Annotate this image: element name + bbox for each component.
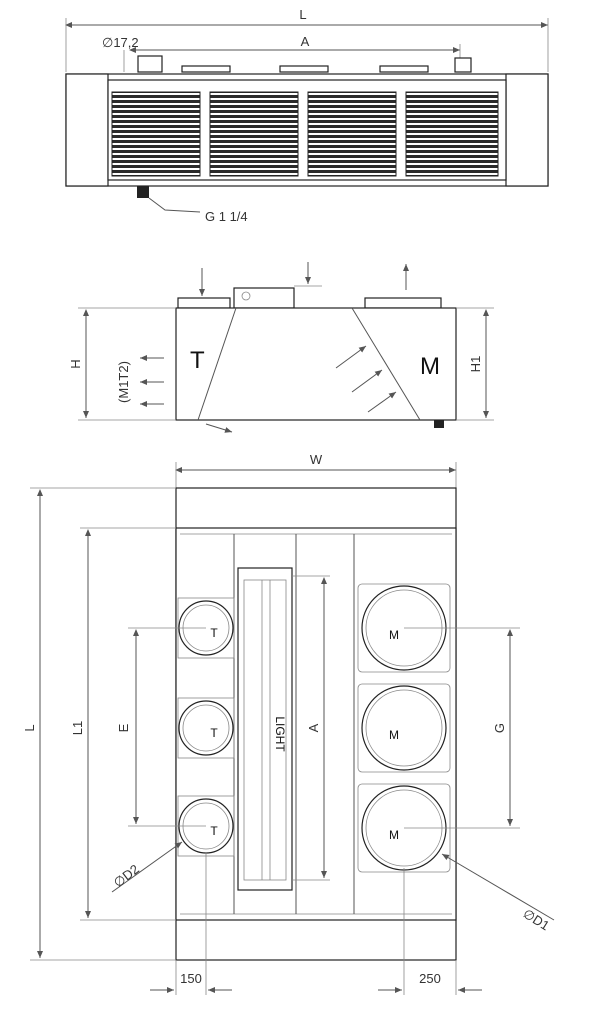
front-louver-panels xyxy=(111,91,499,177)
top-dim-D2: ∅D2 xyxy=(111,861,142,890)
top-dim-E: E xyxy=(116,723,131,732)
fan-M-1-label: M xyxy=(389,628,399,642)
top-view: W LIGHT T T xyxy=(22,452,555,995)
fan-T-2: T xyxy=(177,697,235,759)
top-dim-A: A xyxy=(306,723,321,732)
fan-T-2-label: T xyxy=(210,726,218,740)
front-view: L A ∅17,2 G 1 1/4 xyxy=(65,7,549,224)
top-dim-G: G xyxy=(492,723,507,733)
light-label: LIGHT xyxy=(273,716,287,752)
fan-T-3-label: T xyxy=(210,824,218,838)
fan-T-1-label: T xyxy=(210,626,218,640)
fan-M-2-label: M xyxy=(389,728,399,742)
top-dim-150: 150 xyxy=(180,971,202,986)
front-fitting-right xyxy=(454,57,472,73)
top-dim-250: 250 xyxy=(419,971,441,986)
front-fitting-left xyxy=(137,55,163,73)
light-module xyxy=(237,567,293,891)
front-dim-L: L xyxy=(299,7,306,22)
fan-M-2: M xyxy=(357,683,451,773)
top-dim-W: W xyxy=(310,452,323,467)
drain-connection xyxy=(137,186,149,198)
fan-M-3-label: M xyxy=(389,828,399,842)
side-label-M: M xyxy=(420,353,440,380)
front-dim-pipe-diameter: ∅17,2 xyxy=(102,35,139,50)
front-dim-A: A xyxy=(301,34,310,49)
top-dim-D1: ∅D1 xyxy=(520,906,552,934)
side-unit-body xyxy=(175,307,457,421)
top-dim-L: L xyxy=(22,724,37,731)
side-dim-H1: H1 xyxy=(468,356,483,373)
side-label-T: T xyxy=(190,347,205,374)
side-view: 93 T M (M1T2) H H1 xyxy=(68,262,494,433)
side-dim-H: H xyxy=(68,359,83,368)
side-label-M1T2: (M1T2) xyxy=(116,361,131,403)
top-dim-L1: L1 xyxy=(70,721,85,735)
front-connection-label: G 1 1/4 xyxy=(205,209,248,224)
